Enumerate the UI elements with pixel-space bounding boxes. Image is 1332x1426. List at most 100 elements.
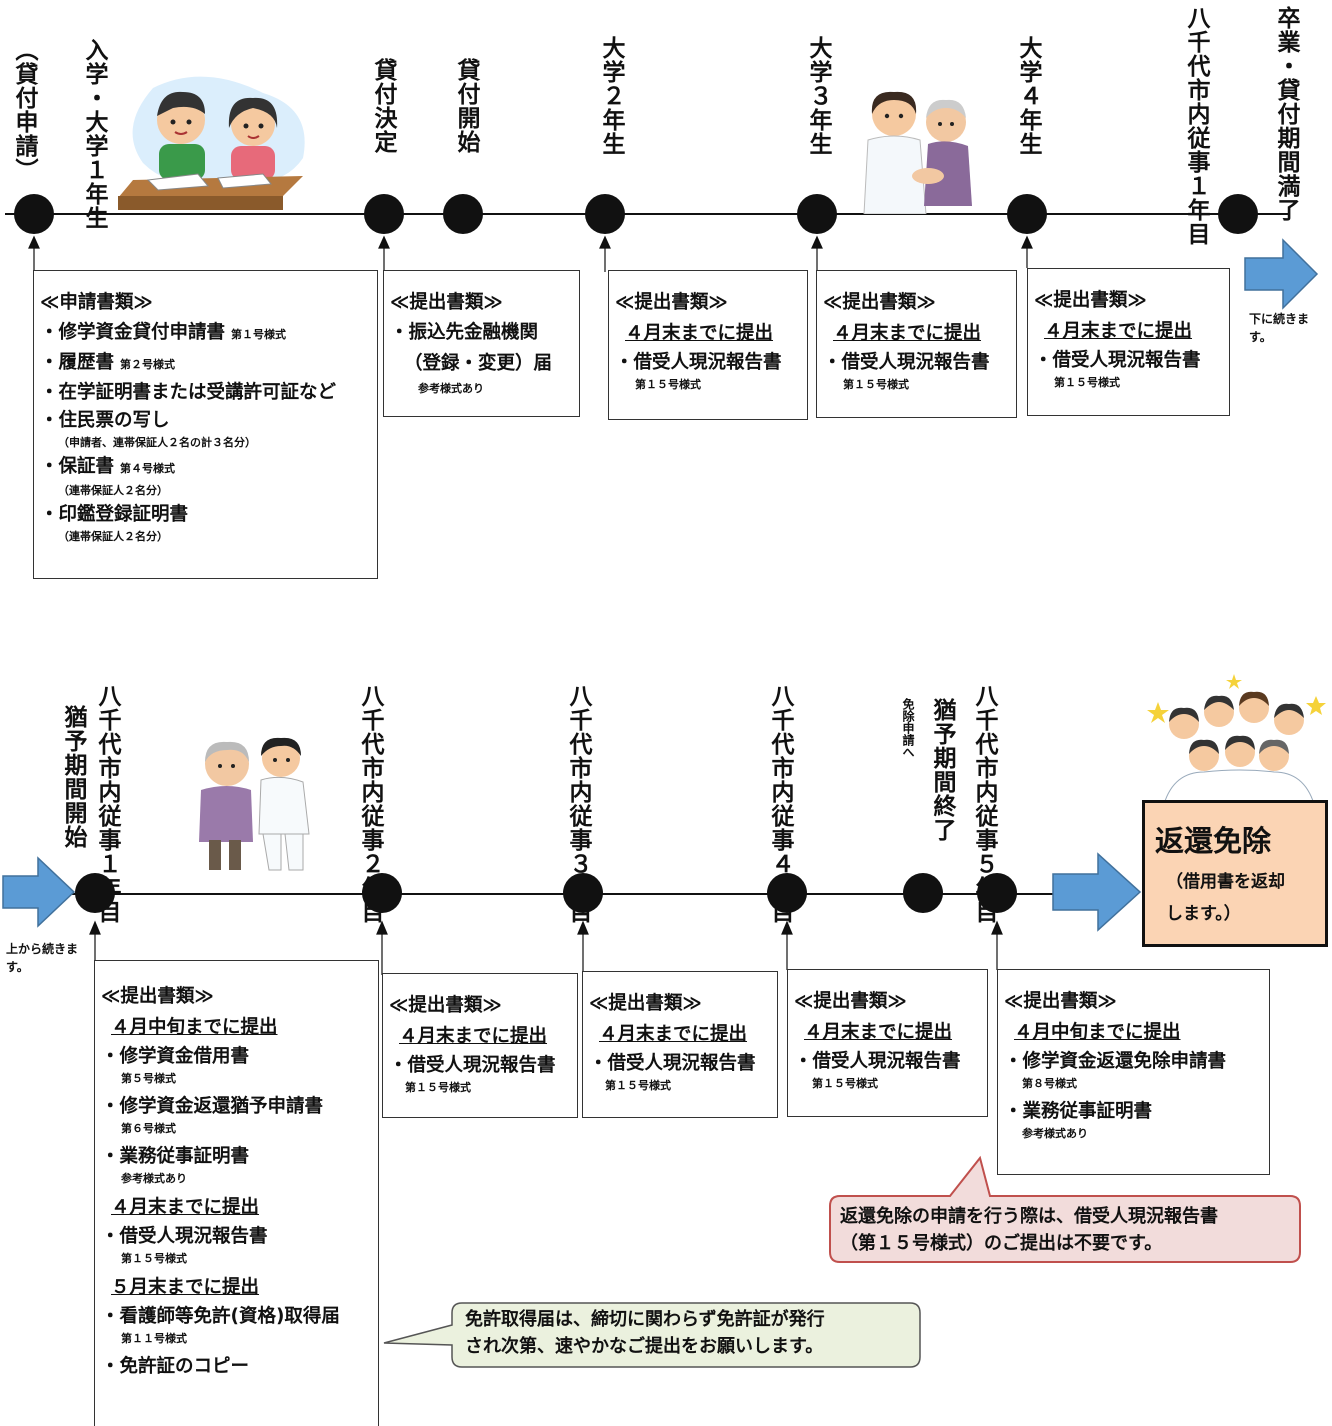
exemption-note-line2: （第１５号様式）のご提出は不要です。 xyxy=(840,1233,1163,1254)
students-illustration xyxy=(118,76,305,210)
doc-item: ・看護師等免許(資格)取得届 xyxy=(101,1306,340,1327)
doc-note: 第１５号様式 xyxy=(635,378,701,391)
doc-item: ・借受人現況報告書 xyxy=(589,1053,756,1074)
doc-note: 第１５号様式 xyxy=(1054,376,1120,389)
label-graduation: 卒業・貸付期間満了 xyxy=(1273,6,1299,222)
doc-item: ・業務従事証明書 xyxy=(1004,1101,1153,1122)
doc-note: 第１５号様式 xyxy=(843,378,909,391)
timeline-dot-year2 xyxy=(585,194,625,234)
timeline1-pointers xyxy=(28,235,1033,272)
to-exemption-arrow-icon xyxy=(1052,852,1142,932)
label-grace-end: 猶予期間終了 xyxy=(929,698,955,842)
exemption-sub-line1: （借用書を返却 xyxy=(1166,872,1285,892)
timeline-dot-year4 xyxy=(1007,194,1047,234)
doc-item: ・借受人現況報告書 xyxy=(101,1226,268,1247)
license-note-line2: され次第、速やかなご提出をお願いします。 xyxy=(465,1336,824,1357)
doc-item: ・修学資金返還猶予申請書 xyxy=(101,1096,324,1117)
year3-documents-box: ≪提出書類≫ ４月末までに提出 ・借受人現況報告書 第１５号様式 xyxy=(816,270,1017,418)
timeline-dot-enrollment xyxy=(14,194,54,234)
loan-decision-documents-box: ≪提出書類≫ ・振込先金融機関 （登録・変更）届 参考様式あり xyxy=(383,270,580,417)
exemption-sub-line2: します。） xyxy=(1166,904,1241,924)
work-year2-documents-box: ≪提出書類≫ ４月末までに提出 ・借受人現況報告書 第１５号様式 xyxy=(382,973,578,1118)
deadline-label: ５月末までに提出 xyxy=(111,1277,260,1298)
timeline2-dot-grace-end xyxy=(903,873,943,913)
year2-documents-box: ≪提出書類≫ ４月末までに提出 ・借受人現況報告書 第１５号様式 xyxy=(608,270,808,420)
nurse-elderly-illustration xyxy=(863,91,972,214)
doc-note: 第１１号様式 xyxy=(121,1332,187,1345)
label-grace-start: 猶予期間開始 xyxy=(60,705,86,849)
doc-item: ・修学資金貸付申請書第１号様式 xyxy=(40,322,287,343)
elderly-doctor-illustration xyxy=(199,737,310,871)
doc-item: ・印鑑登録証明書 xyxy=(40,504,189,525)
label-loan-start: 貸付開始 xyxy=(453,58,479,154)
license-note-callout-shape xyxy=(383,1302,921,1368)
doc-note: 第６号様式 xyxy=(121,1122,176,1135)
label-university-year4: 大学４年生 xyxy=(1015,36,1041,156)
timeline-dot-year3 xyxy=(797,194,837,234)
doc-note: 第１５号様式 xyxy=(405,1081,471,1094)
doc-item: ・履歴書第２号様式 xyxy=(40,352,176,373)
doc-note: 参考様式あり xyxy=(418,382,484,395)
doc-item: ・振込先金融機関 xyxy=(390,322,539,343)
doc-note: （申請者、連帯保証人２名の計３名分） xyxy=(58,436,256,449)
timeline2-dot-work-y4 xyxy=(767,873,807,913)
label-yachiyo-work-year1: 八千代市内従事１年目 xyxy=(1183,6,1209,246)
doc-note: 参考様式あり xyxy=(1022,1127,1088,1140)
doc-item: ・借受人現況報告書 xyxy=(615,352,782,373)
label-loan-decision: 貸付決定 xyxy=(370,58,396,154)
work-year4-documents-box: ≪提出書類≫ ４月末までに提出 ・借受人現況報告書 第１５号様式 xyxy=(787,969,988,1117)
doc-note: 第１５号様式 xyxy=(121,1252,187,1265)
box-heading: ≪提出書類≫ xyxy=(390,292,503,313)
doc-item: ・借受人現況報告書 xyxy=(389,1055,556,1076)
box-heading: ≪提出書類≫ xyxy=(615,292,728,313)
doc-item: ・修学資金借用書 xyxy=(101,1046,250,1067)
box-heading: ≪提出書類≫ xyxy=(1034,290,1147,311)
application-documents-box: ≪申請書類≫ ・修学資金貸付申請書第１号様式 ・履歴書第２号様式 ・在学証明書ま… xyxy=(33,270,378,579)
deadline-label: ４月末までに提出 xyxy=(625,323,774,344)
doc-item: ・修学資金返還免除申請書 xyxy=(1004,1051,1227,1072)
doc-item: ・業務従事証明書 xyxy=(101,1146,250,1167)
work-year3-documents-box: ≪提出書類≫ ４月末までに提出 ・借受人現況報告書 第１５号様式 xyxy=(582,971,778,1118)
repayment-exemption-box xyxy=(1142,800,1328,947)
timeline-1-line xyxy=(5,213,1290,215)
exemption-note-line1: 返還免除の申請を行う際は、借受人現況報告書 xyxy=(840,1206,1218,1227)
box-heading: ≪提出書類≫ xyxy=(823,292,936,313)
continue-below-label: 下に続きます。 xyxy=(1249,312,1310,344)
doc-note: 参考様式あり xyxy=(121,1172,187,1185)
exemption-title: 返還免除 xyxy=(1155,824,1272,858)
doc-note: （連帯保証人２名分） xyxy=(58,530,168,543)
doc-note: （連帯保証人２名分） xyxy=(58,484,168,497)
deadline-label: ４月末までに提出 xyxy=(833,323,982,344)
timeline2-dot-work-y2 xyxy=(362,873,402,913)
doc-item: ・借受人現況報告書 xyxy=(823,352,990,373)
doc-note: 第１５号様式 xyxy=(605,1079,671,1092)
continue-left-arrow-icon xyxy=(2,856,76,928)
license-note-line1: 免許取得届は、締切に関わらず免許証が発行 xyxy=(465,1309,825,1330)
deadline-label: ４月末までに提出 xyxy=(804,1022,953,1043)
doc-note: 第８号様式 xyxy=(1022,1077,1077,1090)
work-year1-documents-box: ≪提出書類≫ ４月中旬までに提出 ・修学資金借用書 第５号様式 ・修学資金返還猶… xyxy=(94,960,379,1426)
doc-note: 第５号様式 xyxy=(121,1072,176,1085)
doc-item: ・借受人現況報告書 xyxy=(794,1051,961,1072)
continue-from-above-label: 上から続きます。 xyxy=(6,942,79,974)
deadline-label: ４月末までに提出 xyxy=(111,1197,260,1218)
year4-documents-box: ≪提出書類≫ ４月末までに提出 ・借受人現況報告書 第１５号様式 xyxy=(1027,268,1230,416)
box-heading: ≪提出書類≫ xyxy=(794,991,907,1012)
doc-item: ・借受人現況報告書 xyxy=(1034,350,1201,371)
deadline-label: ４月末までに提出 xyxy=(599,1024,748,1045)
continue-right-arrow-icon xyxy=(1244,238,1319,310)
label-exempt-apply: 免除申請へ xyxy=(901,698,915,758)
label-enrollment-year1: 入学・大学１年生 xyxy=(81,38,107,230)
box-heading: ≪申請書類≫ xyxy=(40,292,153,313)
work-year5-documents-box: ≪提出書類≫ ４月中旬までに提出 ・修学資金返還免除申請書 第８号様式 ・業務従… xyxy=(997,969,1270,1175)
doc-item: ・保証書第４号様式 xyxy=(40,456,176,477)
doc-item: （登録・変更）届 xyxy=(404,353,553,374)
deadline-label: ４月中旬までに提出 xyxy=(1014,1022,1181,1043)
celebration-staff-illustration xyxy=(1147,674,1326,804)
label-loan-application: （貸付申請） xyxy=(11,38,37,182)
doc-item: ・在学証明書または受講許可証など xyxy=(40,382,337,403)
doc-item: ・免許証のコピー xyxy=(101,1356,250,1377)
deadline-label: ４月中旬までに提出 xyxy=(111,1017,278,1038)
box-heading: ≪提出書類≫ xyxy=(1004,991,1117,1012)
